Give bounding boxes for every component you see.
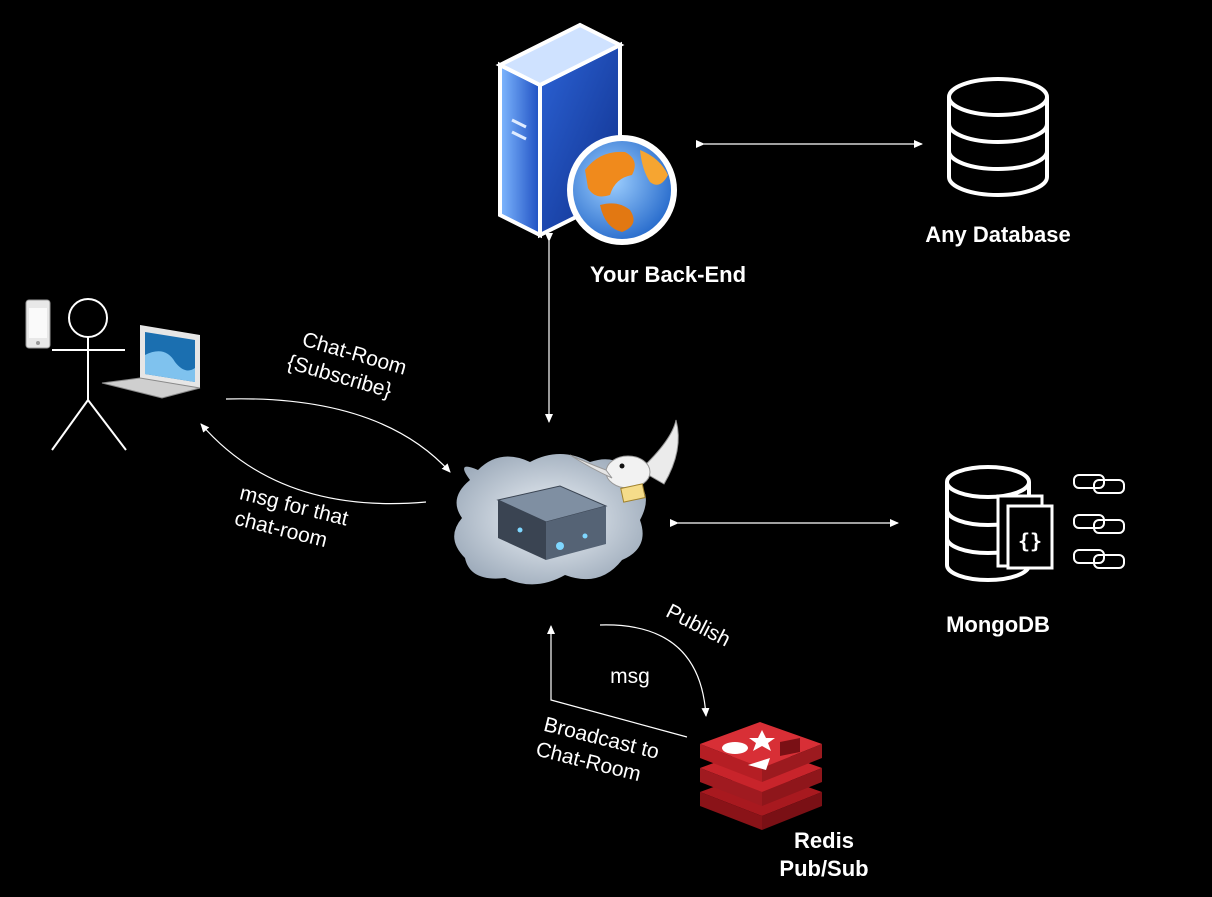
laptop-icon <box>101 325 201 399</box>
subscribe-arrow <box>225 398 451 473</box>
mongodb-label: MongoDB <box>946 612 1050 637</box>
redis-label-line2: Pub/Sub <box>779 856 868 881</box>
chat-bubbles-icon <box>1073 474 1125 569</box>
owl-icon <box>569 419 679 503</box>
publish-arrow <box>599 624 710 717</box>
msg-label: msg <box>610 665 650 688</box>
backend-label: Your Back-End <box>590 262 746 287</box>
database-label: Any Database <box>925 222 1071 247</box>
redis-icon <box>700 722 822 830</box>
message-hub-cloud-icon <box>454 454 646 585</box>
svg-text:{}: {} <box>1018 529 1042 553</box>
phone-icon <box>25 299 51 349</box>
user-stick-figure-icon <box>51 298 127 451</box>
json-document-icon: {} <box>996 494 1054 570</box>
redis-label-line1: Redis <box>794 828 854 853</box>
globe-icon <box>567 135 677 245</box>
msg-to-user-arrow <box>200 423 427 505</box>
database-icon <box>947 77 1049 197</box>
broadcast-arrow <box>547 625 688 738</box>
